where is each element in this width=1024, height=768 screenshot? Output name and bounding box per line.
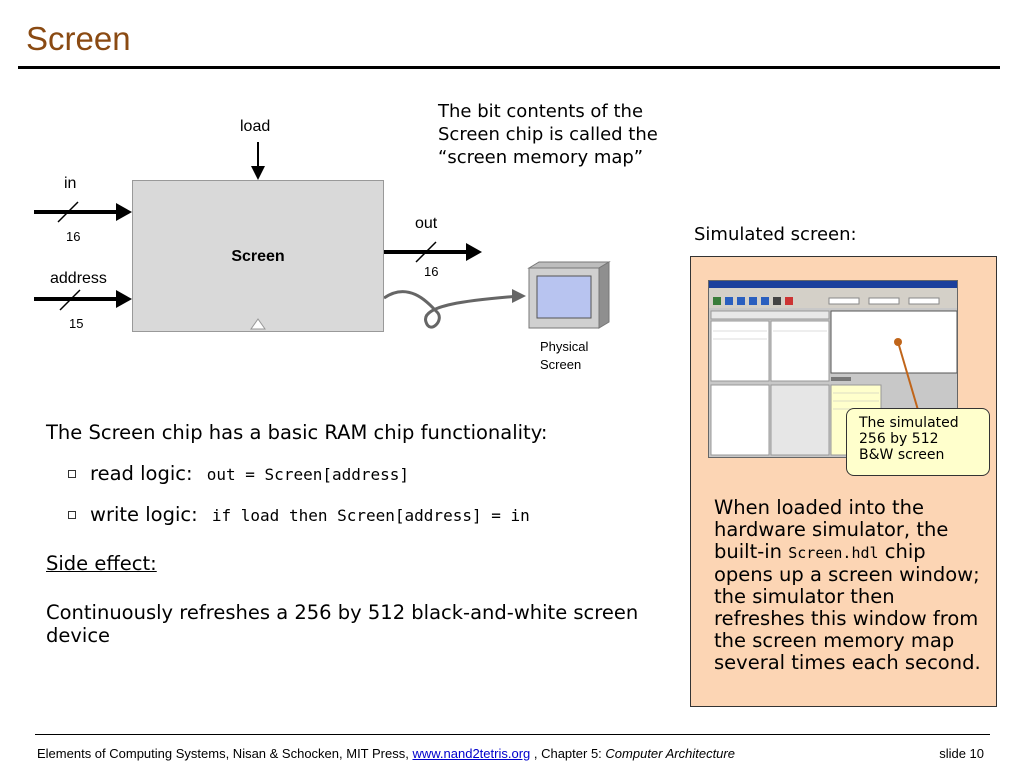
- cable: [383, 290, 521, 329]
- desc-text-2: chip opens up a screen window; the simul…: [714, 540, 981, 674]
- slide-number: slide 10: [939, 746, 984, 761]
- cable-head: [512, 289, 526, 303]
- callout-line-3: “screen memory map”: [438, 147, 644, 168]
- simulated-screen-heading: Simulated screen:: [694, 224, 857, 245]
- footer-citation: Elements of Computing Systems, Nisan & S…: [37, 746, 735, 761]
- chip-label: Screen: [231, 248, 285, 265]
- physical-screen-line2: Screen: [540, 357, 582, 372]
- callout-line-2: Screen chip is called the: [438, 124, 658, 145]
- out-bus-slash: [415, 241, 437, 263]
- footer-mid: , Chapter 5:: [530, 746, 606, 761]
- desc-code: Screen.hdl: [788, 544, 879, 562]
- side-effect-heading: Side effect:: [46, 552, 157, 575]
- read-logic-code: out = Screen[address]: [206, 465, 410, 484]
- load-arrow-head: [251, 166, 265, 180]
- physical-screen-line1: Physical: [540, 339, 589, 354]
- simulator-description: When loaded into the hardware simulator,…: [714, 497, 990, 674]
- address-label: address: [50, 270, 107, 287]
- desc-text-1: When loaded into the hardware simulator,…: [714, 496, 949, 563]
- footer-link[interactable]: www.nand2tetris.org: [412, 746, 531, 761]
- out-arrow-head: [466, 243, 482, 261]
- read-logic-label: read logic:: [90, 462, 193, 485]
- tooltip-line-2: 256 by 512: [859, 431, 939, 447]
- slide-title: Screen: [26, 20, 131, 57]
- out-width-label: 16: [424, 264, 439, 279]
- tooltip-line-3: B&W screen: [859, 447, 945, 463]
- screen-chip-diagram: [34, 142, 526, 329]
- memory-map-callout: The bit contents of the Screen chip is c…: [438, 100, 658, 169]
- continuous-refresh-text: Continuously refreshes a 256 by 512 blac…: [46, 601, 639, 647]
- footer-divider: [35, 734, 990, 735]
- callout-line-1: The bit contents of the: [438, 101, 644, 122]
- address-width-label: 15: [69, 316, 84, 331]
- read-logic-item: read logic: out = Screen[address]: [68, 462, 409, 485]
- physical-screen-label: Physical Screen: [540, 338, 588, 374]
- monitor-icon: [527, 261, 611, 329]
- clock-triangle-icon: [250, 318, 266, 330]
- footer-chapter-title: Computer Architecture: [605, 746, 735, 761]
- simulated-screen-tooltip: The simulated 256 by 512 B&W screen: [846, 408, 990, 476]
- in-width-label: 16: [66, 229, 81, 244]
- in-arrow-head: [116, 203, 132, 221]
- footer-prefix: Elements of Computing Systems, Nisan & S…: [37, 746, 413, 761]
- title-divider: [18, 66, 1000, 69]
- load-label: load: [240, 118, 271, 135]
- tooltip-line-1: The simulated: [859, 415, 959, 431]
- address-bus-slash: [59, 289, 81, 311]
- address-arrow-head: [116, 290, 132, 308]
- in-label: in: [64, 175, 77, 192]
- bullet-icon: [68, 511, 76, 519]
- screen-chip-box: [132, 180, 384, 332]
- intro-text: The Screen chip has a basic RAM chip fun…: [46, 421, 548, 444]
- out-label: out: [415, 215, 438, 232]
- write-logic-label: write logic:: [90, 503, 198, 526]
- write-logic-item: write logic: if load then Screen[address…: [68, 503, 530, 526]
- in-bus-slash: [57, 201, 79, 223]
- write-logic-code: if load then Screen[address] = in: [211, 506, 530, 525]
- tooltip-pointer: [894, 338, 919, 411]
- bullet-icon: [68, 470, 76, 478]
